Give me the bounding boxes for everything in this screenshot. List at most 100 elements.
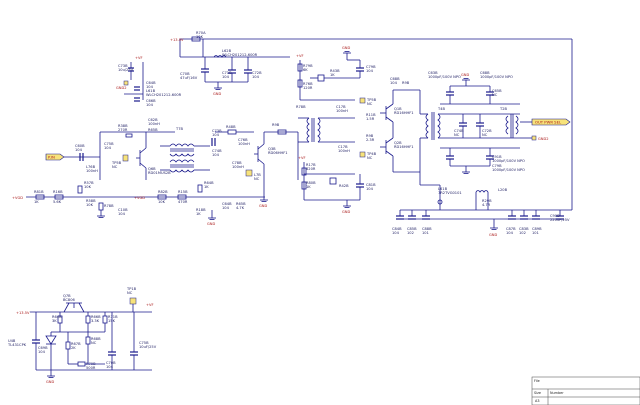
label-r78b: R78B: [104, 204, 114, 208]
label-c64b: C64B: [146, 81, 156, 85]
gnd-symbol-output-top: [462, 78, 470, 86]
gnd-label-bias: GND: [207, 222, 215, 226]
label-c17b: C17B: [338, 145, 348, 149]
gnd-symbol-1: [214, 82, 222, 90]
net-gnd2-left: [123, 80, 129, 86]
cap-bank-supply: [396, 210, 564, 220]
label-r18b: R18B: [196, 208, 206, 212]
label-r11b: R11B: [366, 113, 376, 117]
port-rf-in: [45, 153, 65, 161]
transistor-q1b: [380, 103, 394, 123]
label-c64b-value: 104: [146, 85, 154, 89]
label-c79b-value: 104: [366, 69, 374, 73]
port-rf-out: [531, 118, 571, 126]
label-q6b: Q6B: [148, 167, 156, 171]
label-r58b: R58B: [86, 199, 96, 203]
label-tp-upper-value: NC: [367, 102, 373, 106]
label-c70b-value: 47uF/16V: [180, 76, 198, 80]
label-c70b: C70B: [180, 72, 190, 76]
label-c68b-left: R9B: [402, 81, 410, 85]
label-u4b: U4B: [8, 339, 16, 343]
label-r65b-bias: R65B: [236, 202, 246, 206]
transistor-q2b: [380, 137, 394, 157]
power-label-vgd-2: +VGD: [134, 196, 145, 200]
power-rail-top: [179, 38, 573, 210]
gnd-label-top-mid: GND: [342, 46, 350, 50]
resistor-r64b: [197, 184, 203, 193]
label-r57b-value: 10K: [84, 185, 92, 189]
label-c72b-out: C72B: [482, 129, 492, 133]
label-c76b-value: 100nH: [238, 142, 250, 146]
label-r64b: R64B: [204, 181, 214, 185]
label-c83b: C83B: [519, 227, 529, 231]
label-r65b: R65B: [148, 128, 158, 132]
label-l62b: L62B: [222, 49, 232, 53]
label-r43b: R43B: [330, 69, 340, 73]
label-c68b-tag: C68B: [390, 77, 400, 81]
resistor-r57b: [77, 185, 83, 194]
label-r80b-value: 1K: [306, 185, 311, 189]
label-c87b-value: 104: [506, 231, 514, 235]
label-q1b-value: RD16HHF1: [394, 111, 414, 115]
cap-c72b-out: [476, 114, 484, 138]
label-r71b: R71B: [108, 315, 118, 319]
resistor-r68b: [85, 336, 91, 345]
label-c88b-value: 101: [422, 231, 429, 235]
label-l7b: L7B: [254, 173, 261, 177]
power-label-v13: +13.5V: [170, 38, 184, 42]
title-block-file-label: File: [534, 379, 540, 383]
resistor-r79b: [297, 63, 303, 72]
testpoint-tp4b: [359, 151, 366, 158]
label-c69b-value: 104: [38, 350, 46, 354]
cap-c74b: [459, 114, 467, 138]
label-r42b: R42B: [339, 184, 349, 188]
label-l61b-value: WLCH201212-600R: [146, 93, 182, 97]
label-c79b-out: C79B: [492, 164, 502, 168]
label-r17b-value: 820R: [306, 167, 316, 171]
gnd-symbol-q3b: [260, 190, 268, 202]
label-r81b-value: 1K: [34, 200, 39, 204]
inductor-l20b: [475, 190, 489, 193]
label-c64b-bias: C64B: [222, 202, 232, 206]
gnd-label-output-top: GND: [461, 73, 469, 77]
label-c66b: C66B: [146, 99, 156, 103]
label-tp4b: TP4B: [366, 152, 377, 156]
label-c17b-upper: C17B: [336, 105, 346, 109]
label-c91b-value: 1000pF/100V NPO: [492, 159, 525, 163]
label-r18b-value: 1K: [196, 212, 201, 216]
label-r81b: R81B: [34, 190, 44, 194]
label-u4b-value: TL431CPK: [7, 343, 27, 347]
port-rf-in-label: P.IN: [48, 155, 55, 160]
label-q7b: Q7B: [63, 294, 71, 298]
label-c75b-reg: C75B: [139, 341, 149, 345]
label-r64b-reg: R64B: [52, 315, 62, 319]
label-c68b-value: 1000pF/100V NPO: [428, 75, 461, 79]
label-c71b: C71B: [222, 71, 232, 75]
testpoint-tp-mid: [245, 169, 253, 177]
label-r43b-value: 1K: [330, 73, 335, 77]
label-c10b: C10B: [118, 208, 128, 212]
resistor-r16b: [54, 194, 64, 200]
label-c74b-mid: C74B: [212, 149, 222, 153]
label-r16b-value: 5.6K: [53, 200, 62, 204]
transformer-t7b: [169, 143, 195, 173]
label-c62b: C62B: [148, 118, 158, 122]
label-c17b-value: 100nH: [338, 149, 350, 153]
label-r79b-value: 6K: [303, 68, 308, 72]
resistor-r38b: [125, 133, 133, 138]
label-c74b-mid-value: 104: [212, 153, 220, 157]
pot-r43b: [317, 74, 325, 82]
label-c90b: C90B: [550, 214, 560, 218]
label-c76b: C76B: [238, 138, 248, 142]
label-r48b: R48B: [226, 125, 236, 129]
cap-c73b-mid: [211, 138, 216, 146]
title-block-size-value: A3: [535, 399, 539, 403]
testpoint-tp1b: [129, 297, 137, 305]
label-tp1b: TP1B: [126, 287, 137, 291]
label-c63b: C68B: [480, 71, 490, 75]
label-r67b-value: 2K: [71, 346, 76, 350]
label-c72b-out-value: NC: [482, 133, 488, 137]
label-r15b: R15B: [178, 190, 188, 194]
transformer-t2b: [505, 114, 519, 138]
label-c73b: C73B: [118, 64, 128, 68]
